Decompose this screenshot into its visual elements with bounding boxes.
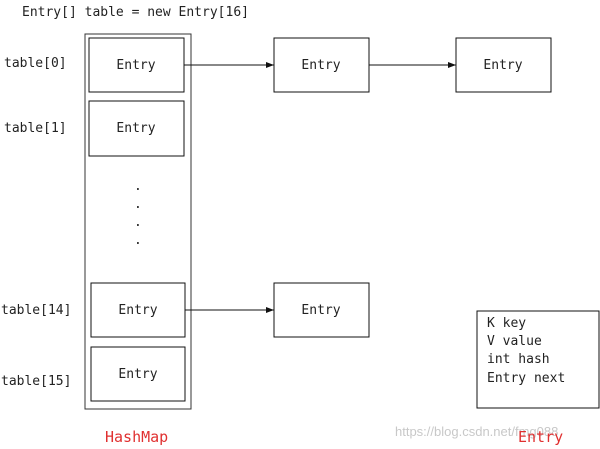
chain-0-node-1-label: Entry bbox=[301, 58, 340, 73]
chain-0-node-2-label: Entry bbox=[483, 58, 522, 73]
entry-field-key: K key bbox=[487, 316, 526, 331]
ellipsis-dot: . bbox=[134, 197, 142, 212]
bucket-0-entry: Entry bbox=[116, 58, 155, 73]
watermark: https://blog.csdn.net/fmg088 bbox=[395, 424, 558, 439]
array-declaration: Entry[] table = new Entry[16] bbox=[22, 5, 249, 20]
entry-structure: K key V value int hash Entry next bbox=[476, 310, 600, 409]
bucket-14-entry: Entry bbox=[118, 303, 157, 318]
ellipsis-dot: . bbox=[134, 179, 142, 194]
entry-caption: Entry bbox=[518, 428, 563, 446]
bucket-0: Entry bbox=[88, 37, 185, 93]
entry-field-value: V value bbox=[487, 334, 542, 349]
ellipsis-dot: . bbox=[134, 215, 142, 230]
row-label-table-0: table[0] bbox=[4, 56, 67, 71]
entry-field-hash: int hash bbox=[487, 352, 550, 367]
hashmap-caption: HashMap bbox=[105, 428, 168, 446]
bucket-1: Entry bbox=[88, 100, 185, 157]
row-label-table-1: table[1] bbox=[4, 121, 67, 136]
chain-14-node-1-label: Entry bbox=[301, 303, 340, 318]
entry-field-next: Entry next bbox=[487, 371, 565, 386]
bucket-1-entry: Entry bbox=[116, 121, 155, 136]
row-label-table-15: table[15] bbox=[1, 374, 71, 389]
chain-0-node-2: Entry bbox=[455, 37, 552, 93]
bucket-15: Entry bbox=[90, 346, 186, 402]
hashmap-container bbox=[84, 33, 192, 410]
chain-0-node-1: Entry bbox=[273, 37, 370, 93]
row-label-table-14: table[14] bbox=[1, 303, 71, 318]
chain-14-node-1: Entry bbox=[273, 282, 370, 338]
bucket-14: Entry bbox=[90, 282, 186, 338]
bucket-15-entry: Entry bbox=[118, 367, 157, 382]
ellipsis-dot: . bbox=[134, 233, 142, 248]
